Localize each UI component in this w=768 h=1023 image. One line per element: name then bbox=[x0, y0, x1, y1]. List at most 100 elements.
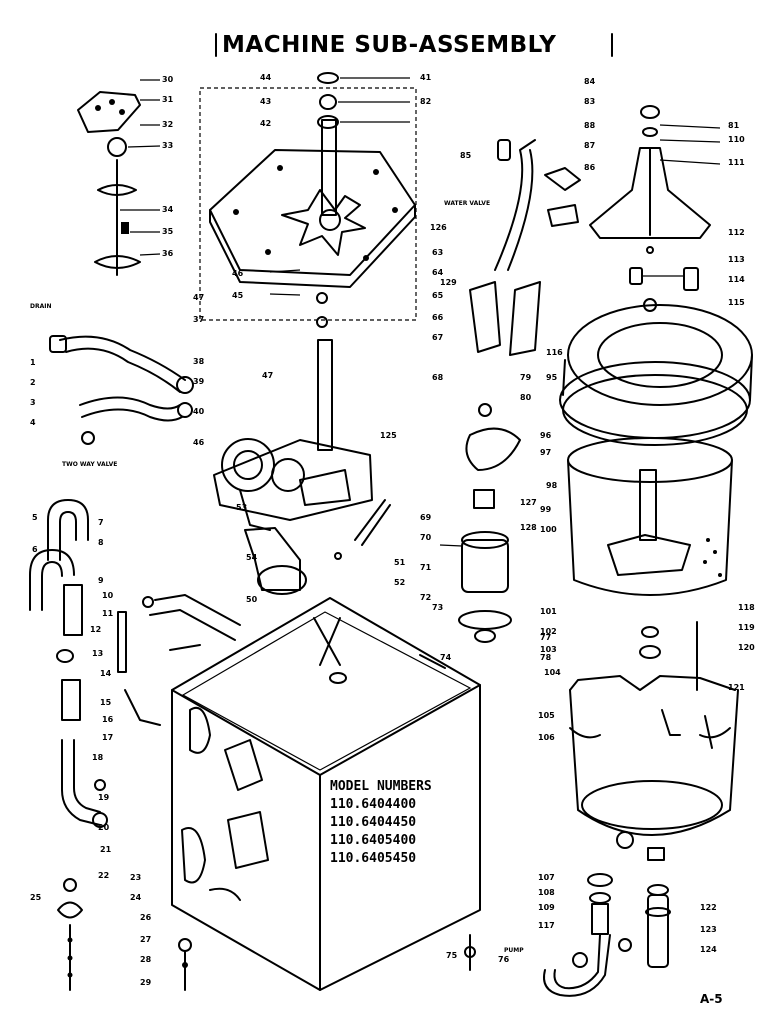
callout-number: 27 bbox=[140, 935, 151, 944]
callout-number: 103 bbox=[540, 645, 557, 654]
callout-number: 98 bbox=[546, 481, 558, 490]
callout-number: 9 bbox=[98, 576, 104, 585]
agitator bbox=[589, 105, 721, 291]
callout-number: 112 bbox=[728, 228, 745, 237]
cabinet bbox=[171, 597, 481, 991]
outer-tub bbox=[569, 621, 739, 861]
callout-number: 42 bbox=[260, 119, 271, 128]
page-number: A-5 bbox=[700, 992, 723, 1006]
callout-number: 1 bbox=[30, 358, 36, 367]
callout-number: 101 bbox=[540, 607, 557, 616]
callout-number: 16 bbox=[102, 715, 114, 724]
callout-number: 108 bbox=[538, 888, 555, 897]
callout-number: 87 bbox=[584, 141, 595, 150]
model-numbers-heading: MODEL NUMBERS bbox=[330, 779, 432, 794]
callout-number: 118 bbox=[738, 603, 755, 612]
callout-number: 4 bbox=[30, 418, 36, 427]
callout-number: 38 bbox=[193, 357, 205, 366]
callout-number: 19 bbox=[98, 793, 110, 802]
callout-number: 51 bbox=[394, 558, 406, 567]
callout-number: 37 bbox=[193, 315, 204, 324]
callout-number: 67 bbox=[432, 333, 443, 342]
callout-number: 35 bbox=[162, 227, 174, 236]
callout-number: 124 bbox=[700, 945, 717, 954]
callout-number: 17 bbox=[102, 733, 113, 742]
callout-number: 85 bbox=[460, 151, 472, 160]
callout-number: 68 bbox=[432, 373, 444, 382]
callout-number: 47 bbox=[262, 371, 273, 380]
callout-number: 116 bbox=[546, 348, 563, 357]
callout-number: 54 bbox=[246, 553, 258, 562]
callout-number: 20 bbox=[98, 823, 110, 832]
callout-number: 122 bbox=[700, 903, 717, 912]
fill-and-drain-hoses bbox=[29, 499, 241, 828]
callout-number: 82 bbox=[420, 97, 431, 106]
callout-number: 46 bbox=[232, 269, 244, 278]
callout-number: 78 bbox=[540, 653, 552, 662]
callout-number: 14 bbox=[100, 669, 112, 678]
callout-number: 71 bbox=[420, 563, 432, 572]
callout-number: 7 bbox=[98, 518, 104, 527]
callout-number: 64 bbox=[432, 268, 444, 277]
callout-number: 5 bbox=[32, 513, 38, 522]
callout-number: 95 bbox=[546, 373, 558, 382]
callout-number: 44 bbox=[260, 73, 272, 82]
callout-number: 11 bbox=[102, 609, 114, 618]
callout-number: 65 bbox=[432, 291, 444, 300]
callout-number: 120 bbox=[738, 643, 755, 652]
callout-number: 45 bbox=[232, 291, 244, 300]
callout-number: 123 bbox=[700, 925, 717, 934]
callout-number: 129 bbox=[440, 278, 457, 287]
two-way-valve-label: TWO WAY VALVE bbox=[62, 461, 117, 468]
callout-number: 34 bbox=[162, 205, 174, 214]
callout-number: 114 bbox=[728, 275, 745, 284]
callout-number: 77 bbox=[540, 633, 551, 642]
callout-number: 119 bbox=[738, 623, 755, 632]
model-number-2: 110.6404450 bbox=[330, 815, 416, 830]
transmission-gear-case bbox=[213, 339, 391, 595]
callout-number: 15 bbox=[100, 698, 112, 707]
callout-number: 73 bbox=[432, 603, 443, 612]
callout-number: 39 bbox=[193, 377, 205, 386]
callout-number: 97 bbox=[540, 448, 551, 457]
transmission-base-plate bbox=[199, 72, 417, 328]
spin-basket bbox=[567, 437, 733, 596]
callout-number: 113 bbox=[728, 255, 745, 264]
bracket-assembly bbox=[77, 79, 161, 276]
water-valve-label: WATER VALVE bbox=[444, 200, 490, 207]
callout-number: 8 bbox=[98, 538, 104, 547]
drain-fittings bbox=[543, 873, 671, 997]
hose-clamps bbox=[57, 878, 476, 991]
callout-number: 76 bbox=[498, 955, 510, 964]
diagram-title: MACHINE SUB-ASSEMBLY bbox=[222, 32, 556, 58]
callout-number: 52 bbox=[394, 578, 405, 587]
callout-number: 40 bbox=[193, 407, 205, 416]
callout-number: 105 bbox=[538, 711, 555, 720]
pump-label: PUMP bbox=[504, 947, 524, 954]
callout-number: 117 bbox=[538, 921, 555, 930]
tub-ring bbox=[559, 298, 753, 446]
callout-number: 24 bbox=[130, 893, 142, 902]
callout-number: 100 bbox=[540, 525, 557, 534]
callout-number: 50 bbox=[246, 595, 258, 604]
callout-number: 72 bbox=[420, 593, 431, 602]
callout-number: 47 bbox=[193, 293, 204, 302]
callout-number: 33 bbox=[162, 141, 173, 150]
callout-number: 46 bbox=[193, 438, 205, 447]
callout-number: 12 bbox=[90, 625, 101, 634]
model-number-1: 110.6404400 bbox=[330, 797, 416, 812]
callout-number: 81 bbox=[728, 121, 740, 130]
callout-number: 111 bbox=[728, 158, 745, 167]
callout-number: 53 bbox=[236, 503, 247, 512]
callout-number: 104 bbox=[544, 668, 561, 677]
callout-number: 70 bbox=[420, 533, 432, 542]
callout-number: 88 bbox=[584, 121, 596, 130]
callout-number: 28 bbox=[140, 955, 152, 964]
callout-number: 86 bbox=[584, 163, 596, 172]
callout-number: 29 bbox=[140, 978, 152, 987]
callout-number: 125 bbox=[380, 431, 397, 440]
callout-number: 2 bbox=[30, 378, 36, 387]
callout-number: 69 bbox=[420, 513, 432, 522]
